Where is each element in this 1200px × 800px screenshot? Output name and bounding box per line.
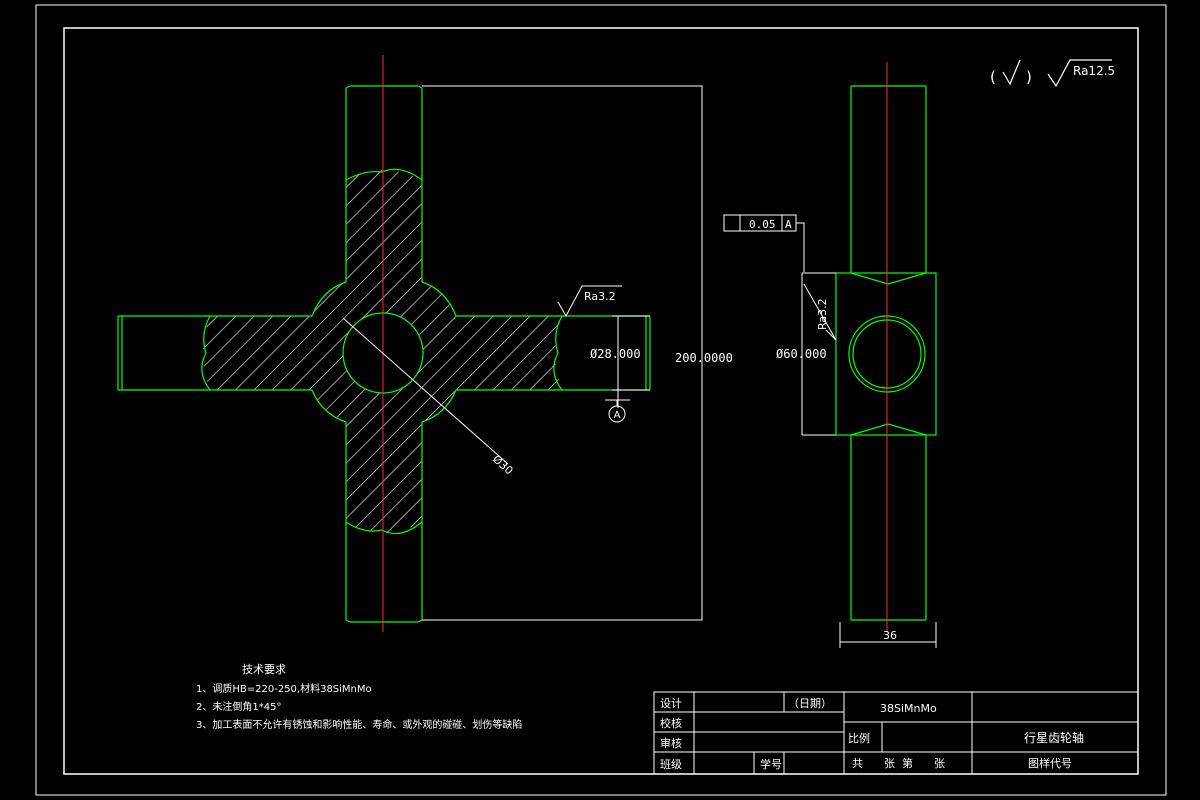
scale-label: 比例 [848, 731, 870, 745]
tolerance-leader [796, 222, 805, 272]
material-value: 38SiMnMo [880, 702, 937, 715]
sheets-text: 共 张 第 张 [852, 756, 945, 770]
side-upper-shaft [850, 85, 927, 273]
part-name: 行星齿轮轴 [1024, 730, 1084, 745]
design-label: 设计 [660, 697, 682, 710]
hub-diameter-dimension: Ø60.000 [776, 347, 827, 361]
tech-req-item-1: 1、调质HB=220-250,材料38SiMnMo [196, 682, 372, 695]
vertical-shaft-ends [345, 85, 423, 623]
hub-width-dimension: 36 [883, 629, 897, 642]
side-hub-outline [835, 272, 937, 436]
break-line-left [201, 315, 211, 391]
date-label: （日期） [788, 697, 832, 710]
title-block-outer [653, 691, 1139, 775]
front-section-view: 200.0000 Ø28.000 A Ra3.2 Ø30 [117, 55, 733, 632]
check-label: 校核 [660, 716, 682, 730]
review-label: 审核 [660, 736, 682, 750]
inner-frame-border [63, 27, 1139, 775]
break-line-top [345, 168, 423, 181]
general-roughness-paren-open: ( [990, 68, 996, 86]
check-mark-icon [1002, 59, 1021, 86]
break-line-right [553, 315, 563, 391]
roughness-symbol-side-face [803, 283, 837, 341]
hub-arcs [311, 281, 457, 423]
side-hub-cusp-top [850, 272, 927, 285]
horizontal-shaft-outline [117, 315, 651, 391]
vertical-shaft-outline [345, 88, 423, 620]
length-extension-lines [422, 85, 703, 621]
datum-a-label: A [614, 410, 621, 421]
drawing-number-label: 图样代号 [1028, 756, 1072, 770]
roughness-side-face-value: Ra3.2 [816, 298, 829, 330]
overall-length-dimension: 200.0000 [675, 351, 733, 365]
side-lower-shaft [850, 435, 927, 621]
tech-req-item-2: 2、未注倒角1*45° [196, 700, 281, 713]
tolerance-value: 0.05 [749, 218, 776, 231]
technical-requirements: 技术要求 1、调质HB=220-250,材料38SiMnMo 2、未注倒角1*4… [196, 663, 522, 731]
general-roughness-paren-close: ) [1026, 68, 1032, 86]
student-id-label: 学号 [760, 757, 782, 771]
general-roughness-value: Ra12.5 [1073, 64, 1115, 78]
tech-req-item-3: 3、加工表面不允许有锈蚀和影响性能、寿命、或外观的碰碰、划伤等缺陷 [196, 718, 522, 731]
tolerance-datum-ref: A [785, 218, 792, 231]
tech-req-title: 技术要求 [242, 663, 286, 676]
datum-a-circle [608, 405, 626, 423]
class-label: 班级 [660, 758, 682, 771]
hub-diameter-dim-lines [801, 272, 836, 436]
roughness-symbol-top-face [557, 285, 622, 318]
outer-sheet-border [35, 4, 1167, 796]
title-block: 设计 （日期） 38SiMnMo 校核 审核 比例 行星齿轮轴 班级 学号 共 … [653, 691, 1139, 775]
roughness-top-face-value: Ra3.2 [584, 290, 616, 303]
general-roughness-symbol [1047, 59, 1112, 88]
shaft-diameter-dim-lines [612, 315, 650, 408]
bore-diameter-dimension: Ø30 [490, 453, 516, 478]
hub-width-dim-lines [839, 622, 937, 648]
side-view: Ø60.000 Ra3.2 36 0.05 A ( ) Ra12.5 [723, 59, 1115, 648]
shaft-diameter-dimension: Ø28.000 [590, 347, 641, 361]
side-hub-cusp-bottom [850, 423, 927, 436]
bore-diameter-leader [342, 317, 509, 465]
break-line-bottom [345, 521, 423, 535]
